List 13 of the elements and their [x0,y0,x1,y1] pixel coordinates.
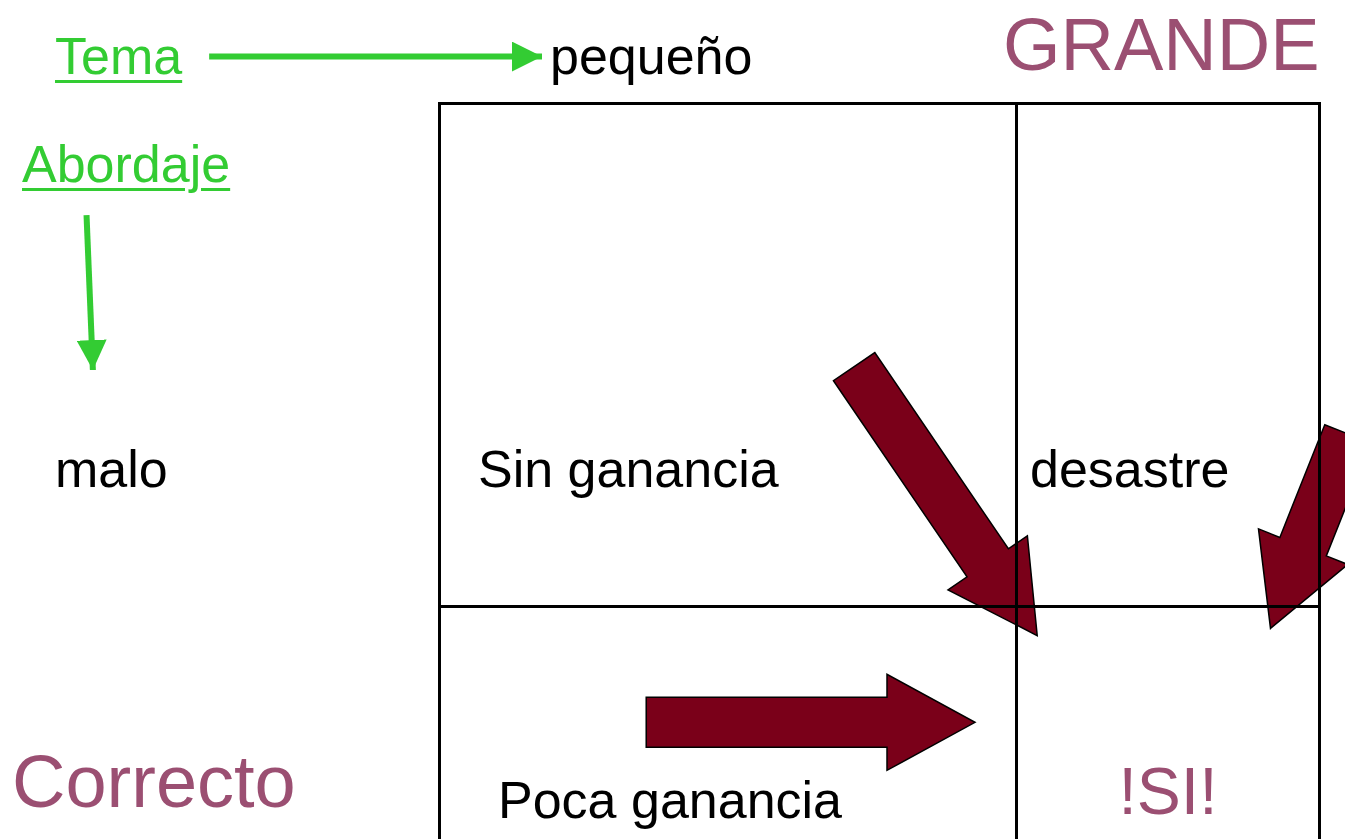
cell-text: !SI! [1117,758,1219,824]
row-header: Correcto [12,745,296,819]
axis-title: Tema [55,28,183,86]
axis-title: Abordaje [22,136,231,194]
column-header: pequeño [550,28,753,86]
block-arrow [832,351,1039,637]
arrow [76,215,107,371]
arrow [209,41,542,72]
block-arrow [1257,423,1345,630]
column-header: GRANDE [1003,8,1320,82]
row-header: malo [55,441,168,499]
block-arrow [645,673,977,772]
cell-text: desastre [1030,443,1230,495]
